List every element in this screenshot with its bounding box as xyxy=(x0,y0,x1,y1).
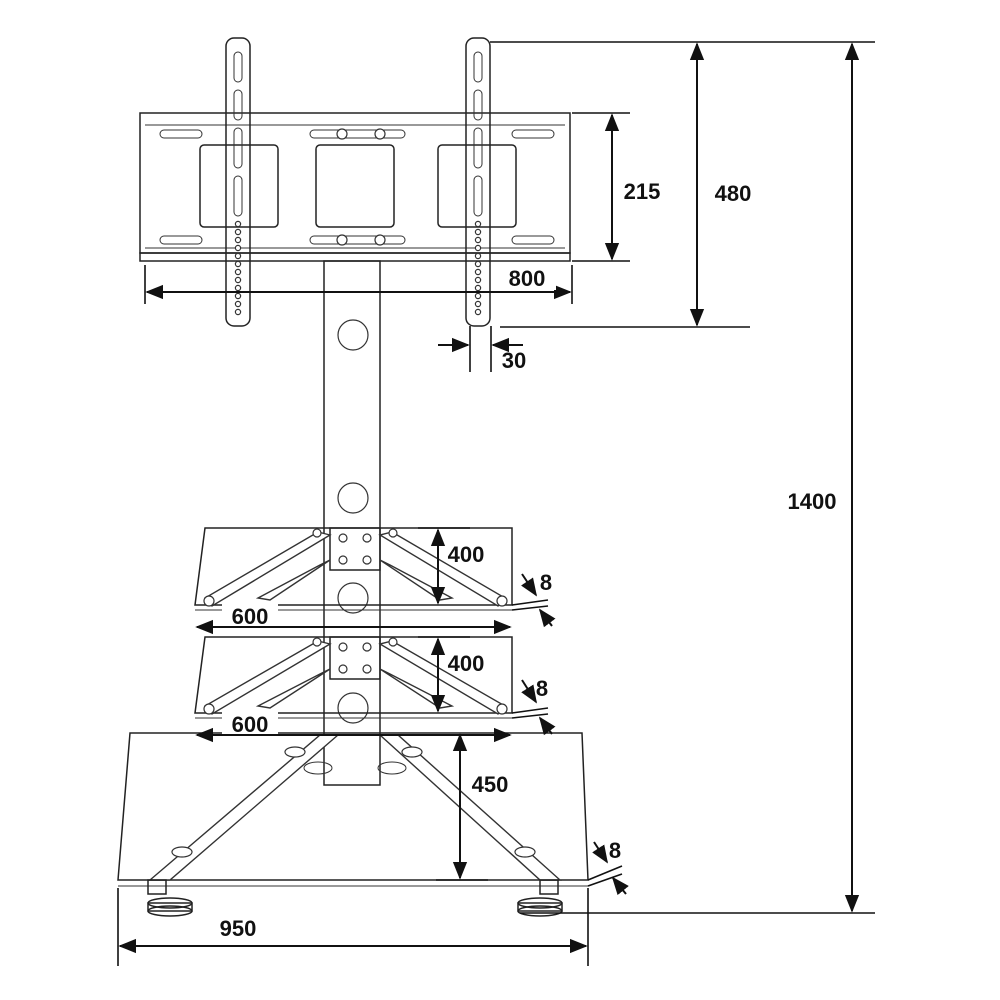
dimension-bracket-height: 480 xyxy=(500,42,752,328)
lower-shelf-depth-label: 400 xyxy=(448,651,485,676)
arm-width-label: 30 xyxy=(502,348,526,373)
glass-base xyxy=(117,732,589,887)
mounting-plate xyxy=(139,112,571,262)
arm-hole xyxy=(234,252,242,260)
arm-hole xyxy=(234,308,242,316)
arm-hole xyxy=(474,300,482,308)
arm-hole xyxy=(234,220,242,228)
base-depth-label: 450 xyxy=(472,772,509,797)
arm-hole xyxy=(474,284,482,292)
base-thickness-label: 8 xyxy=(609,838,621,863)
bracket-arm-holes xyxy=(234,220,482,316)
bracket-arm-left xyxy=(225,37,251,327)
bracket-height-label: 480 xyxy=(715,181,752,206)
dimension-plate-height: 215 xyxy=(572,112,661,262)
arm-hole xyxy=(234,292,242,300)
arm-hole xyxy=(474,276,482,284)
arm-hole xyxy=(474,236,482,244)
arm-hole xyxy=(474,252,482,260)
center-pole xyxy=(323,260,381,786)
arm-hole xyxy=(474,220,482,228)
dimension-total-height: 1400 xyxy=(490,41,875,914)
upper-shelf-width-label: 600 xyxy=(232,604,269,629)
arm-hole xyxy=(474,292,482,300)
arm-hole xyxy=(234,300,242,308)
arm-hole xyxy=(234,276,242,284)
arm-hole xyxy=(474,244,482,252)
base-width-label: 950 xyxy=(220,916,257,941)
lower-shelf-thickness-label: 8 xyxy=(536,676,548,701)
arm-hole xyxy=(474,228,482,236)
bracket-arm-right xyxy=(465,37,491,327)
dimension-plate-width: 800 xyxy=(144,265,573,304)
dimension-arm-width: 30 xyxy=(438,326,526,373)
foot-left xyxy=(147,879,193,917)
dimension-base: 450 8 950 xyxy=(117,733,629,966)
lower-shelf-width-label: 600 xyxy=(232,712,269,737)
dimension-upper-shelf: 400 8 600 xyxy=(195,527,556,635)
arm-hole xyxy=(474,260,482,268)
foot-right xyxy=(517,879,563,917)
arm-hole xyxy=(474,308,482,316)
arm-hole xyxy=(474,268,482,276)
upper-shelf-depth-label: 400 xyxy=(448,542,485,567)
plate-height-label: 215 xyxy=(624,179,661,204)
arm-hole xyxy=(234,228,242,236)
arm-hole xyxy=(234,260,242,268)
arm-hole xyxy=(234,236,242,244)
upper-shelf-thickness-label: 8 xyxy=(540,570,552,595)
arm-hole xyxy=(234,244,242,252)
arm-hole xyxy=(234,284,242,292)
total-height-label: 1400 xyxy=(788,489,837,514)
arm-hole xyxy=(234,268,242,276)
plate-width-label: 800 xyxy=(509,266,546,291)
